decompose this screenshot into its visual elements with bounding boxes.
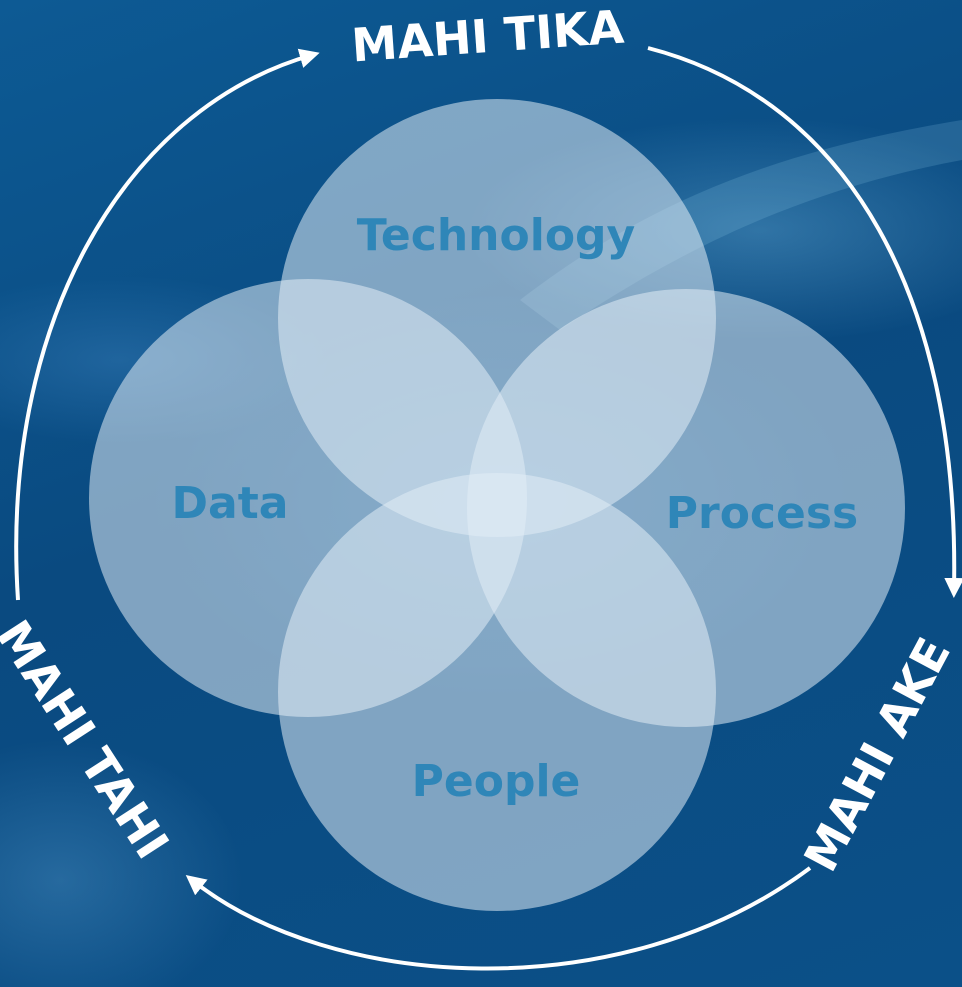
venn-circles <box>89 99 905 911</box>
label-process: Process <box>666 488 858 539</box>
cycle-arrow-top-right <box>647 46 962 598</box>
cycle-arrow-top-left <box>14 48 320 601</box>
cycle-arrow-bottom <box>185 866 812 971</box>
label-people: People <box>412 756 581 807</box>
circle-people <box>278 473 716 911</box>
cycle-label-top: MAHI TIKA <box>350 0 626 72</box>
label-data: Data <box>172 478 289 529</box>
label-technology: Technology <box>357 210 635 261</box>
